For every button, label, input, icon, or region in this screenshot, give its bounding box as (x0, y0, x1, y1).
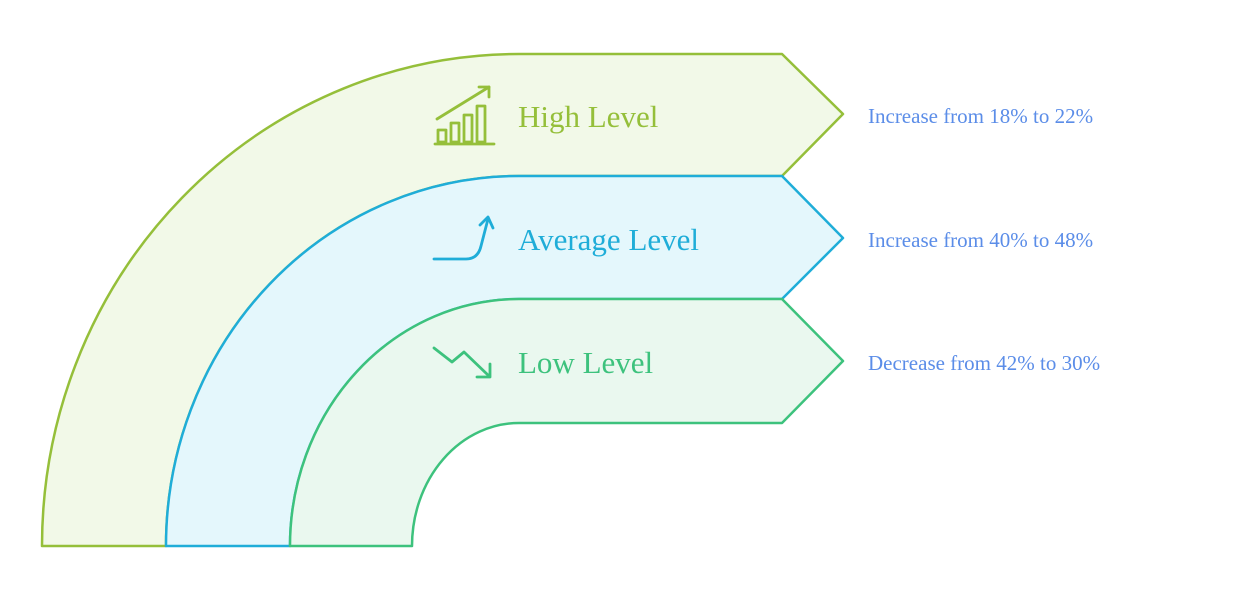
band-description-low: Decrease from 42% to 30% (868, 351, 1100, 375)
bar-chart-growth-icon (433, 85, 496, 146)
curve-up-arrow-icon (432, 215, 495, 261)
band-title-low: Low Level (518, 345, 653, 380)
band-description-average: Increase from 40% to 48% (868, 228, 1093, 252)
band-low (288, 297, 845, 548)
band-title-high: High Level (518, 99, 658, 134)
band-description-high: Increase from 18% to 22% (868, 104, 1093, 128)
trend-down-arrow-icon (432, 346, 492, 379)
band-title-average: Average Level (518, 222, 699, 257)
